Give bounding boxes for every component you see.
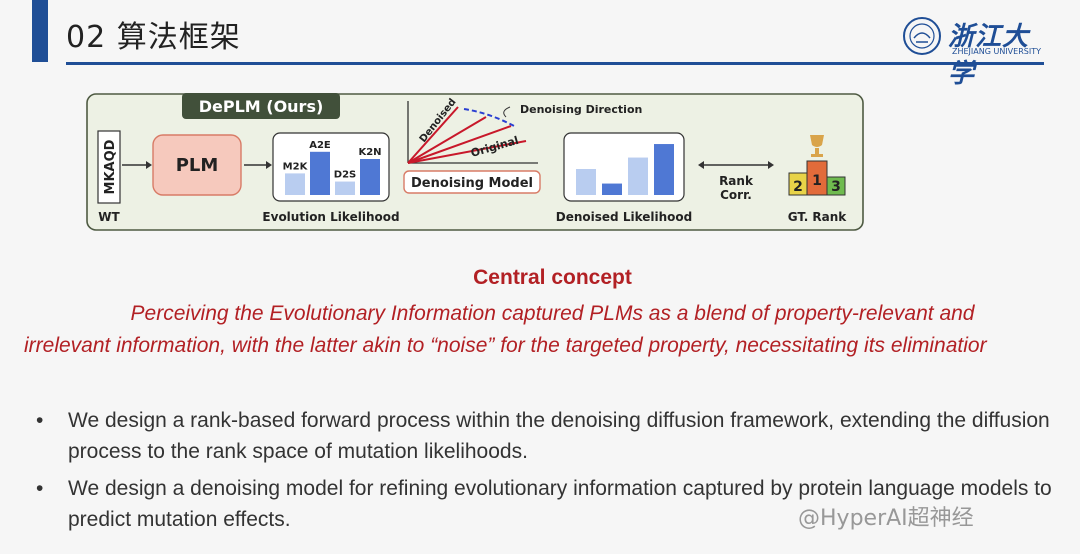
bullet-marker: • [36,409,44,432]
rank-corr-arrow-right [768,161,774,169]
likelihood-bar [310,151,330,195]
podium-third [826,176,846,196]
denoised-bars [576,144,674,195]
podium-first-label: 1 [812,173,822,189]
denoising-model-label: Denoising Model [411,176,533,191]
likelihood-bar [285,173,305,195]
central-concept-line-1: Perceiving the Evolutionary Information … [130,302,975,325]
plm-box [152,134,242,196]
deplm-badge [182,93,340,119]
bullet-text: We design a rank-based forward process w… [68,409,1050,463]
rank-corr-label-1: Rank [719,174,754,188]
page-title: 02 算法框架 [66,20,241,55]
bullet-list: • We design a rank-based forward process… [36,405,1066,541]
vector-mid-1 [407,116,487,164]
plm-label: PLM [176,155,219,176]
podium-third-label: 3 [831,179,841,195]
denoising-model-box [403,170,541,194]
evolution-likelihood-caption: Evolution Likelihood [262,210,399,224]
sequence-box [97,130,121,204]
bullet-item: • We design a rank-based forward process… [36,405,1066,467]
bar-label: M2K [283,161,309,172]
rank-corr-arrow-left [698,161,704,169]
university-logo: 浙江大学 ZHEJIANG UNIVERSITY [902,16,1052,89]
logo-chinese-name: 浙江大学 [948,22,1030,89]
title-divider [66,62,1044,65]
gt-rank-caption: GT. Rank [788,210,848,224]
podium-second-label: 2 [793,179,803,195]
central-concept-line-2: irrelevant information, with the latter … [24,334,987,357]
watermark: @HyperAI超神经 [798,506,974,531]
likelihood-bar [654,144,674,195]
sequence-label: MKAQD [103,139,118,194]
bar-label: K2N [358,147,381,158]
denoised-vector [407,106,459,164]
university-seal-icon [903,17,941,55]
title-accent-bar [32,0,48,62]
logo-english-name: ZHEJIANG UNIVERSITY [952,47,1041,56]
bullet-text: We design a denoising model for refining… [68,477,1052,531]
trophy-icon [810,135,824,157]
vector-mid-2 [407,125,512,164]
likelihood-bar [360,159,380,195]
likelihood-bar [335,181,355,195]
likelihood-bar [602,183,622,195]
denoised-likelihood-caption: Denoised Likelihood [556,210,692,224]
bullet-marker: • [36,477,44,500]
arrow-to-plm-head [146,161,152,169]
bar-label: A2E [309,140,331,151]
bullet-item: • We design a denoising model for refini… [36,473,1066,535]
bar-label: D2S [334,170,356,181]
deplm-badge-label: DePLM (Ours) [199,97,324,116]
likelihood-bar [576,169,596,195]
denoising-direction-label: Denoising Direction [520,103,642,116]
direction-pointer [503,106,511,118]
central-concept-heading: Central concept [473,266,632,289]
original-vector [407,140,527,164]
wt-label: WT [98,210,120,224]
denoising-direction-path [463,108,517,128]
rank-corr-label-2: Corr. [720,188,752,202]
arrow-to-evolution-head [266,161,272,169]
likelihood-bar [628,157,648,195]
